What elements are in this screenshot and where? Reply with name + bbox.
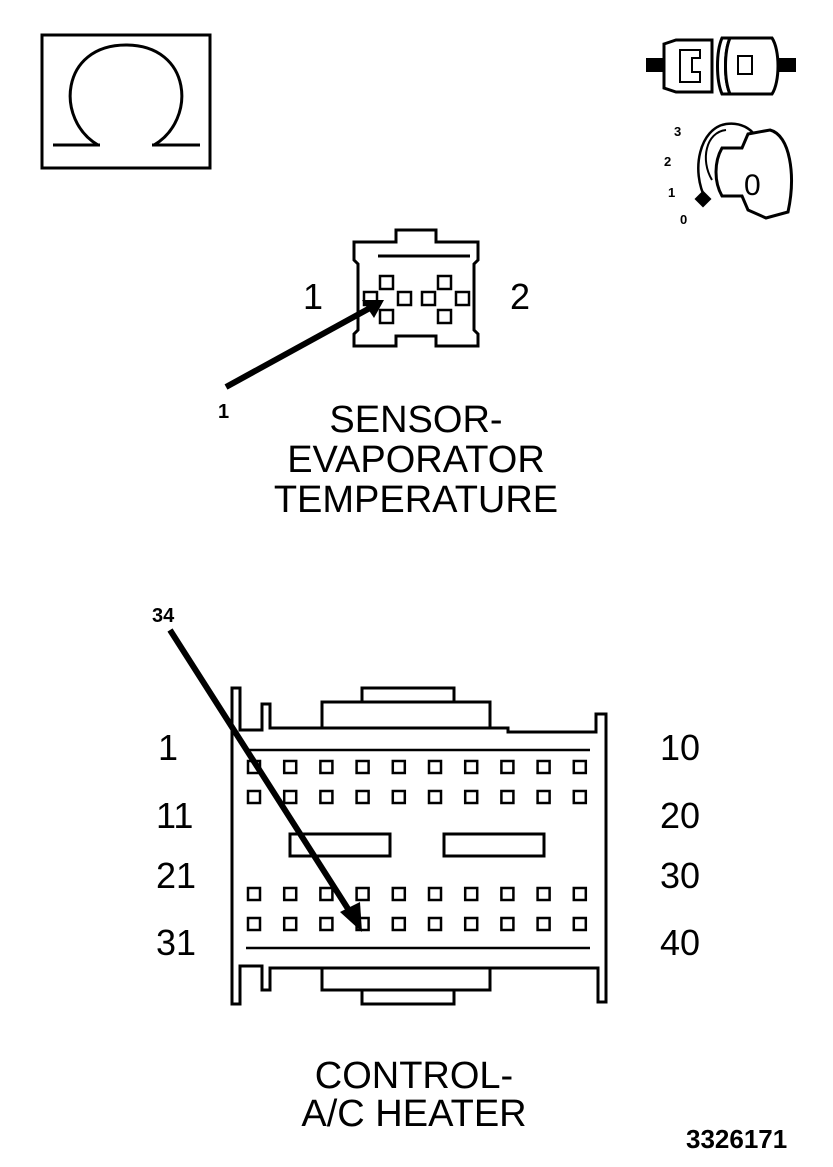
control-cavity [246, 886, 262, 902]
control-cavity [246, 916, 262, 932]
ignition-position-2: 2 [664, 154, 671, 169]
control-cavity [572, 789, 588, 805]
control-cavity [500, 886, 515, 902]
control-cavity [427, 789, 443, 805]
control-row-label-right-2: 20 [660, 795, 700, 836]
control-connector [230, 686, 608, 1006]
control-row-label-right-1: 10 [660, 727, 700, 768]
control-cavity [427, 759, 443, 775]
control-cavity [572, 886, 588, 902]
control-cavity [282, 886, 298, 902]
control-cavity [463, 759, 479, 775]
sensor-title-line-3: TEMPERATURE [274, 479, 558, 521]
control-cavity [500, 916, 515, 932]
control-cavity [355, 789, 370, 805]
control-row-label-left-3: 21 [156, 855, 196, 896]
control-cavity [391, 916, 407, 932]
control-cavity [319, 886, 334, 902]
control-cavity [282, 789, 298, 805]
figure-number: 3326171 [686, 1124, 787, 1154]
ignition-key-off-icon: 3 2 1 0 0 [664, 122, 793, 227]
control-title-line-2: A/C HEATER [301, 1093, 526, 1135]
sensor-title-line-2: EVAPORATOR [287, 439, 545, 481]
control-cavity [536, 789, 551, 805]
control-cavity [319, 789, 334, 805]
sensor-pin-2 [420, 274, 471, 325]
control-row-label-left-1: 1 [158, 727, 178, 768]
control-cavity [355, 886, 370, 902]
control-cavity [463, 886, 479, 902]
ignition-position-0: 0 [680, 212, 687, 227]
control-cavity [427, 916, 443, 932]
control-cavity [282, 916, 298, 932]
sensor-pin-label-left: 1 [303, 276, 323, 317]
control-row-label-left-4: 31 [156, 922, 196, 963]
control-cavity [500, 759, 515, 775]
control-cavity [391, 759, 407, 775]
control-cavity [500, 789, 515, 805]
ignition-position-3: 3 [674, 124, 681, 139]
control-callout-label: 34 [152, 605, 175, 627]
control-cavity [536, 916, 551, 932]
control-cavity [427, 886, 443, 902]
control-cavity [463, 916, 479, 932]
disconnected-connector-icon [646, 36, 796, 96]
sensor-callout-arrow [224, 300, 384, 390]
ignition-key-label: 0 [744, 169, 761, 202]
ohm-symbol [40, 33, 212, 170]
control-row-label-left-2: 11 [156, 795, 193, 836]
control-cavity [536, 886, 551, 902]
control-callout-arrow [167, 628, 362, 932]
sensor-title-line-1: SENSOR- [329, 399, 502, 441]
control-cavity [463, 789, 479, 805]
sensor-pin-label-right: 2 [510, 276, 530, 317]
control-cavity [355, 759, 370, 775]
control-cavities [246, 759, 588, 932]
control-cavity [391, 886, 407, 902]
control-cavity [572, 916, 588, 932]
control-cavity [391, 789, 407, 805]
control-cavity [536, 759, 551, 775]
control-cavity [572, 759, 588, 775]
control-row-label-right-3: 30 [660, 855, 700, 896]
control-cavity [246, 789, 262, 805]
control-row-label-right-4: 40 [660, 922, 700, 963]
ohm-icon [53, 43, 200, 147]
sensor-callout-label: 1 [218, 401, 229, 423]
sensor-connector [352, 228, 480, 348]
control-cavity [282, 759, 298, 775]
ignition-position-1: 1 [668, 185, 675, 200]
control-cavity [319, 759, 334, 775]
control-cavity [319, 916, 334, 932]
control-title-line-1: CONTROL- [315, 1055, 513, 1097]
